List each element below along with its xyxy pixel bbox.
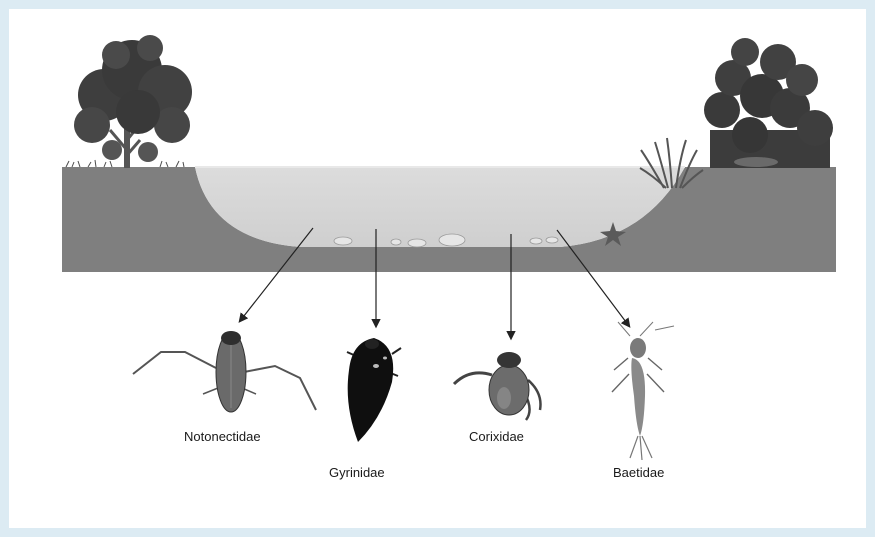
- tree-right: [704, 38, 833, 168]
- label-baetidae: Baetidae: [613, 465, 664, 480]
- baetidae-illustration: [612, 322, 674, 460]
- corixidae-illustration: [454, 352, 541, 420]
- label-corixidae: Corixidae: [469, 429, 524, 444]
- tree-left: [74, 35, 192, 168]
- label-notonectidae: Notonectidae: [184, 429, 261, 444]
- label-gyrinidae: Gyrinidae: [329, 465, 385, 480]
- notonectidae-illustration: [133, 331, 316, 412]
- gyrinidae-illustration: [347, 338, 401, 442]
